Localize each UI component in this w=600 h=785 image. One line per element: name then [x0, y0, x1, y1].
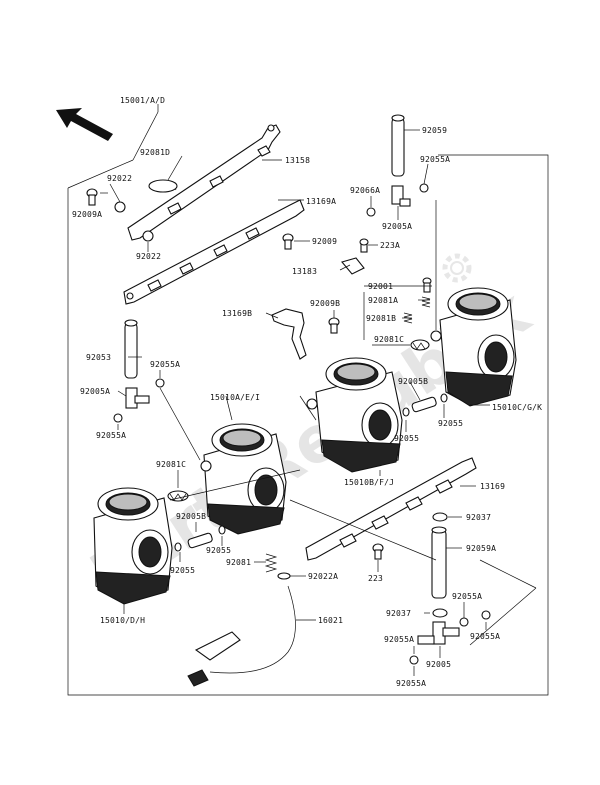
pipe-92053: [124, 319, 138, 379]
label-13158: 13158: [285, 156, 310, 165]
label-15010b-f-j: 15010B/F/J: [344, 478, 394, 487]
label-92001: 92001: [368, 282, 393, 291]
throttle-link-rail-13169: [305, 457, 477, 561]
label-15001-a-d: 15001/A/D: [120, 96, 165, 105]
washer-92022-lower: [142, 230, 154, 242]
label-15010a-e-i: 15010A/E/I: [210, 393, 260, 402]
label-92037-top: 92037: [466, 513, 491, 522]
washer-92022-upper: [114, 201, 126, 213]
label-92081: 92081: [226, 558, 251, 567]
label-92009a: 92009A: [72, 210, 102, 219]
o-ring-92055-right1: [402, 407, 410, 417]
label-92055a-r-top: 92055A: [452, 592, 482, 601]
label-92005a-left: 92005A: [80, 387, 110, 396]
label-92055a-left-lower: 92055A: [96, 431, 126, 440]
screw-92009: [282, 233, 294, 250]
carburetor-15010b: [306, 357, 403, 473]
o-ring-92037-top: [432, 512, 448, 522]
carburetor-15010c: [430, 287, 517, 407]
washer-92022a: [277, 572, 291, 580]
spring-92081a: [421, 296, 431, 308]
part-labels: 15001/A/D 92081D 13158 92022 92009A 9202…: [72, 96, 542, 688]
screw-92009b: [328, 317, 340, 334]
label-92055-left-b: 92055: [170, 566, 195, 575]
label-13169b: 13169B: [222, 309, 252, 318]
label-15010c-g-k: 15010C/G/K: [492, 403, 542, 412]
screw-223: [372, 543, 384, 560]
o-ring-92066a: [366, 207, 376, 217]
label-92037-bottom: 92037: [386, 609, 411, 618]
label-92022-upper: 92022: [107, 174, 132, 183]
spring-92081: [264, 553, 278, 573]
connector-92005b-right: [411, 396, 437, 413]
label-15010-d-h: 15010/D/H: [100, 616, 145, 625]
o-ring-92055a-r3: [409, 655, 419, 665]
label-92053: 92053: [86, 353, 111, 362]
o-ring-92055a-r2: [481, 610, 491, 620]
label-92005: 92005: [426, 660, 451, 669]
label-92059: 92059: [422, 126, 447, 135]
screw-223a: [359, 238, 369, 253]
label-92055a-top: 92055A: [420, 155, 450, 164]
o-ring-92055-left: [174, 542, 182, 552]
label-92066a: 92066A: [350, 186, 380, 195]
label-92055-left-a: 92055: [206, 546, 231, 555]
clip-13183: [341, 257, 365, 275]
label-92009b: 92009B: [310, 299, 340, 308]
label-13169: 13169: [480, 482, 505, 491]
carburetor-15010: [93, 487, 173, 605]
o-ring-92055a-left1: [155, 378, 165, 388]
label-92005b-right: 92005B: [398, 377, 428, 386]
label-92081c-right: 92081C: [374, 335, 404, 344]
pipe-92059: [391, 114, 405, 177]
o-ring-92055-right2: [440, 393, 448, 403]
label-92055a-left-upper: 92055A: [150, 360, 180, 369]
connector-92005b-left: [187, 532, 213, 549]
gear-icon: [442, 253, 472, 283]
throttle-link-rail-13169a: [123, 199, 305, 305]
label-92055-right1: 92055: [394, 434, 419, 443]
o-ring-92055a-left2: [113, 413, 123, 423]
label-92005a-top: 92005A: [382, 222, 412, 231]
label-92081b: 92081B: [366, 314, 396, 323]
label-92005b-left: 92005B: [176, 512, 206, 521]
label-92022-lower: 92022: [136, 252, 161, 261]
label-92055a-r-left: 92055A: [384, 635, 414, 644]
choke-cable-16021: [187, 585, 296, 687]
carburetor-15010a: [200, 423, 287, 535]
label-92009: 92009: [312, 237, 337, 246]
spring-92081d: [148, 179, 178, 193]
o-ring-92037-bottom: [432, 608, 448, 618]
screw-92009a: [86, 188, 98, 206]
label-13169a: 13169A: [306, 197, 336, 206]
front-direction-arrow-icon: [56, 108, 113, 141]
o-ring-92055a-top: [419, 183, 429, 193]
leader-lines: [100, 104, 537, 676]
label-13183: 13183: [292, 267, 317, 276]
label-92022a: 92022A: [308, 572, 338, 581]
o-ring-92055-left2: [218, 525, 226, 535]
fitting-92005a-top: [391, 185, 411, 207]
label-92081d: 92081D: [140, 148, 170, 157]
diagram-frame: [67, 154, 549, 696]
throttle-link-rail-upper: [127, 124, 281, 241]
screw-92001: [422, 277, 432, 293]
label-223a: 223A: [380, 241, 400, 250]
bracket-13169b: [271, 308, 307, 360]
label-92055-right2: 92055: [438, 419, 463, 428]
label-92081a: 92081A: [368, 296, 398, 305]
label-16021: 16021: [318, 616, 343, 625]
label-92055a-r-bottom: 92055A: [396, 679, 426, 688]
label-92081c-left: 92081C: [156, 460, 186, 469]
label-223: 223: [368, 574, 383, 583]
fitting-92005: [417, 621, 460, 645]
pipe-92059a: [431, 526, 447, 599]
label-92055a-r-right: 92055A: [470, 632, 500, 641]
label-92059a: 92059A: [466, 544, 496, 553]
o-ring-92055a-r1: [459, 617, 469, 627]
spring-92081c-right: [410, 339, 430, 351]
fitting-92005a-left: [125, 387, 150, 409]
